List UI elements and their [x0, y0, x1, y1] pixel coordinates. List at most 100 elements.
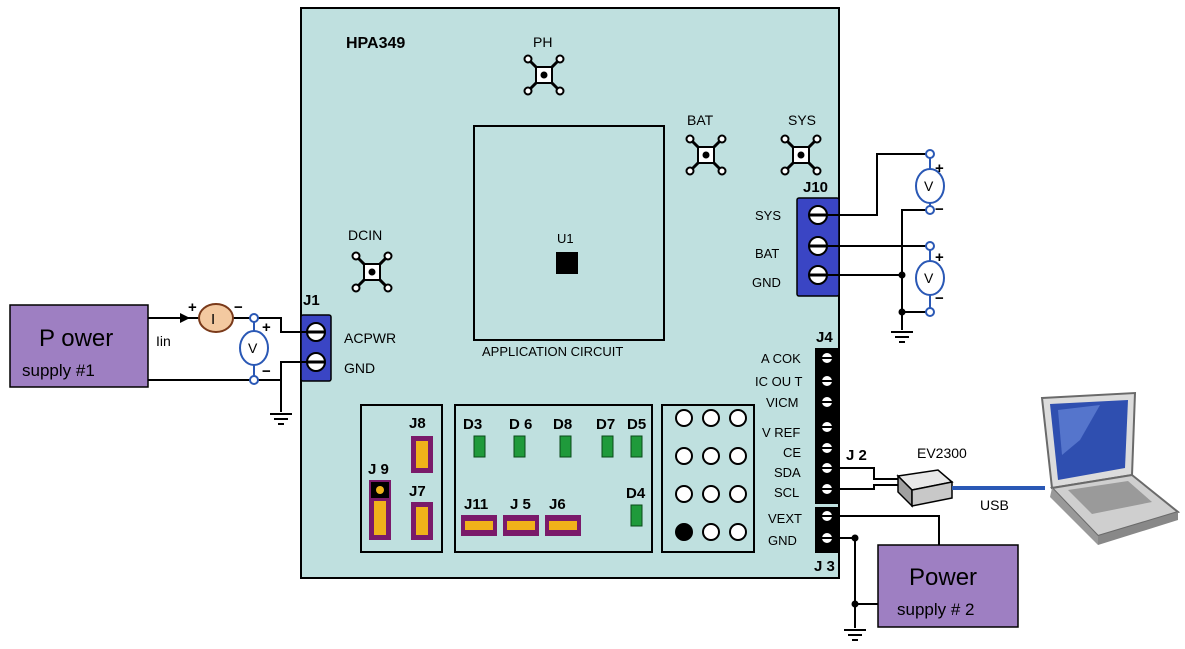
power-supply-1: [9, 304, 149, 388]
header-pin-icon: [729, 485, 747, 503]
gnd-out-wire: [827, 209, 930, 276]
header-pin-icon: [729, 447, 747, 465]
ic-label: U1: [557, 231, 574, 246]
j2-label: J 2: [846, 447, 867, 464]
j1-gnd-label: GND: [344, 360, 375, 376]
ammeter-minus: −: [234, 299, 243, 316]
j10-sys-label: SYS: [755, 208, 781, 223]
bat-label: BAT: [687, 112, 714, 128]
led-d6-label: D 6: [509, 416, 532, 433]
header-pin-icon: [675, 409, 693, 427]
j4-pin-label: IC OU T: [755, 374, 802, 389]
voltmeter-sys-minus: −: [935, 201, 944, 218]
voltmeter-1-plus: +: [262, 319, 271, 336]
power-supply-2: [877, 544, 1019, 628]
application-circuit-box: [473, 125, 665, 341]
ev2300-label: EV2300: [917, 445, 967, 461]
jumper-block-left: [360, 404, 443, 553]
j4-pin-label: SDA: [774, 465, 801, 480]
voltmeter-sys-label: V: [924, 178, 934, 194]
ground-icon: [890, 331, 914, 343]
j10-screw-icon: [807, 264, 829, 286]
j5-label: J 5: [510, 496, 531, 513]
gnd-wire: [148, 361, 316, 381]
led-block: [454, 404, 653, 553]
header-pin-icon: [675, 447, 693, 465]
j10-gnd-label: GND: [752, 275, 781, 290]
j3-label: J 3: [814, 558, 835, 575]
j10-screw-icon: [807, 235, 829, 257]
led-d8: [559, 435, 572, 458]
j7-label: J7: [409, 483, 426, 500]
current-arrow-icon: [180, 313, 190, 323]
usb-label: USB: [980, 497, 1009, 513]
j4-pin-label: V REF: [762, 425, 800, 440]
j6-label: J6: [549, 496, 566, 513]
ph-label: PH: [533, 34, 552, 50]
voltmeter-bat-plus: +: [935, 249, 944, 266]
header-pin-icon: [702, 485, 720, 503]
header-pin-icon: [821, 375, 833, 387]
ammeter-icon: [198, 303, 234, 333]
header-pin-icon: [729, 409, 747, 427]
power-supply-2-line2: supply # 2: [897, 600, 975, 619]
j1-label: J1: [303, 292, 320, 309]
ammeter-plus: +: [188, 299, 197, 316]
power-supply-1-line2: supply #1: [22, 361, 95, 380]
header-pin-icon: [821, 442, 833, 454]
voltmeter-bat-minus: −: [935, 290, 944, 307]
header-pin-icon: [702, 409, 720, 427]
led-d7-label: D7: [596, 416, 615, 433]
j10-label: J10: [803, 179, 828, 196]
led-d4: [630, 504, 643, 527]
board-title: HPA349: [346, 35, 405, 52]
sys-label: SYS: [788, 112, 816, 128]
led-d3: [473, 435, 486, 458]
ic-chip: [556, 252, 578, 274]
j4-pin-label: SCL: [774, 485, 799, 500]
j1-acpwr-label: ACPWR: [344, 330, 396, 346]
led-d3-label: D3: [463, 416, 482, 433]
led-d5: [630, 435, 643, 458]
sys-wire: [827, 153, 930, 216]
led-d8-label: D8: [553, 416, 572, 433]
sda-wire: [827, 467, 898, 480]
header-pin-icon: [821, 396, 833, 408]
vext-wire: [827, 515, 940, 545]
j10-screw-icon: [807, 204, 829, 226]
power-supply-2-line1: Power: [909, 564, 977, 591]
j4-pin-label: CE: [783, 445, 801, 460]
j3-pin-label: GND: [768, 533, 797, 548]
j4-pin-label: A COK: [761, 351, 801, 366]
power-supply-1-line1: P ower: [39, 325, 113, 352]
header-pin-icon: [675, 523, 693, 541]
j9-label: J 9: [368, 461, 389, 478]
voltmeter-bat-label: V: [924, 270, 934, 286]
application-circuit-label: APPLICATION CIRCUIT: [482, 344, 623, 359]
laptop-icon: [1040, 391, 1181, 545]
led-d4-label: D4: [626, 485, 646, 502]
current-label: Iin: [156, 333, 171, 349]
j4-pin-label: VICM: [766, 395, 799, 410]
ground-icon: [843, 629, 867, 641]
header-pin-icon: [702, 447, 720, 465]
led-d6: [513, 435, 526, 458]
ev2300-adapter: [896, 469, 954, 508]
led-d7: [601, 435, 614, 458]
header-pin-icon: [821, 352, 833, 364]
pin-grid-block: [661, 404, 755, 553]
voltmeter-sys-plus: +: [935, 160, 944, 177]
header-pin-icon: [675, 485, 693, 503]
header-pin-icon: [729, 523, 747, 541]
j11-label: J11: [464, 496, 488, 513]
voltmeter-1-minus: −: [262, 363, 271, 380]
ground-icon: [269, 413, 293, 425]
voltmeter-1-label: V: [248, 340, 258, 356]
j8-label: J8: [409, 415, 426, 432]
header-pin-icon: [702, 523, 720, 541]
scl-wire: [827, 484, 898, 490]
j3-pin-label: VEXT: [768, 511, 802, 526]
header-pin-icon: [821, 421, 833, 433]
led-d5-label: D5: [627, 416, 646, 433]
